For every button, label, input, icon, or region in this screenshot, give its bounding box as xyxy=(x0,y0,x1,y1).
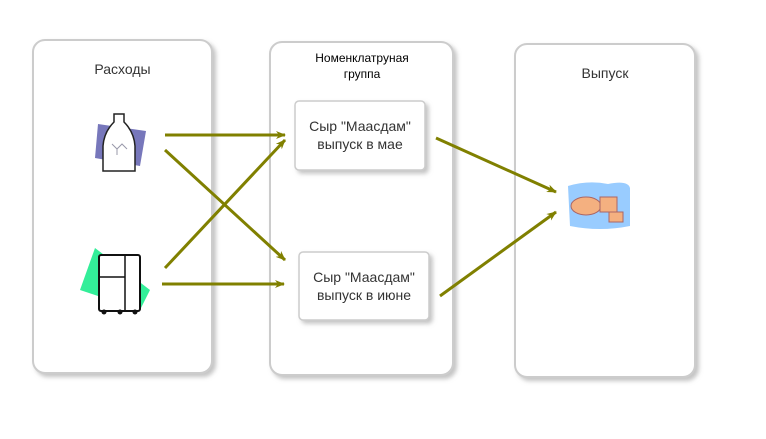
column-title-output: Выпуск xyxy=(581,65,629,81)
item-june-box xyxy=(298,251,430,321)
column-title-group: Номенклатруная группа xyxy=(315,51,409,81)
item-june: Сыр "Маасдам" выпуск в июне xyxy=(313,269,415,303)
cheese-icon xyxy=(568,182,630,229)
item-may-box xyxy=(294,100,426,171)
item-may: Сыр "Маасдам" выпуск в мае xyxy=(309,118,411,152)
refrigerator-icon xyxy=(80,248,150,315)
panel-expenses xyxy=(32,39,213,374)
milk-bottle-icon xyxy=(95,113,146,172)
arrow xyxy=(439,210,557,298)
panel-group xyxy=(269,41,454,376)
arrow xyxy=(435,136,557,194)
column-title-expenses: Расходы xyxy=(94,61,151,77)
arrow xyxy=(163,138,287,270)
